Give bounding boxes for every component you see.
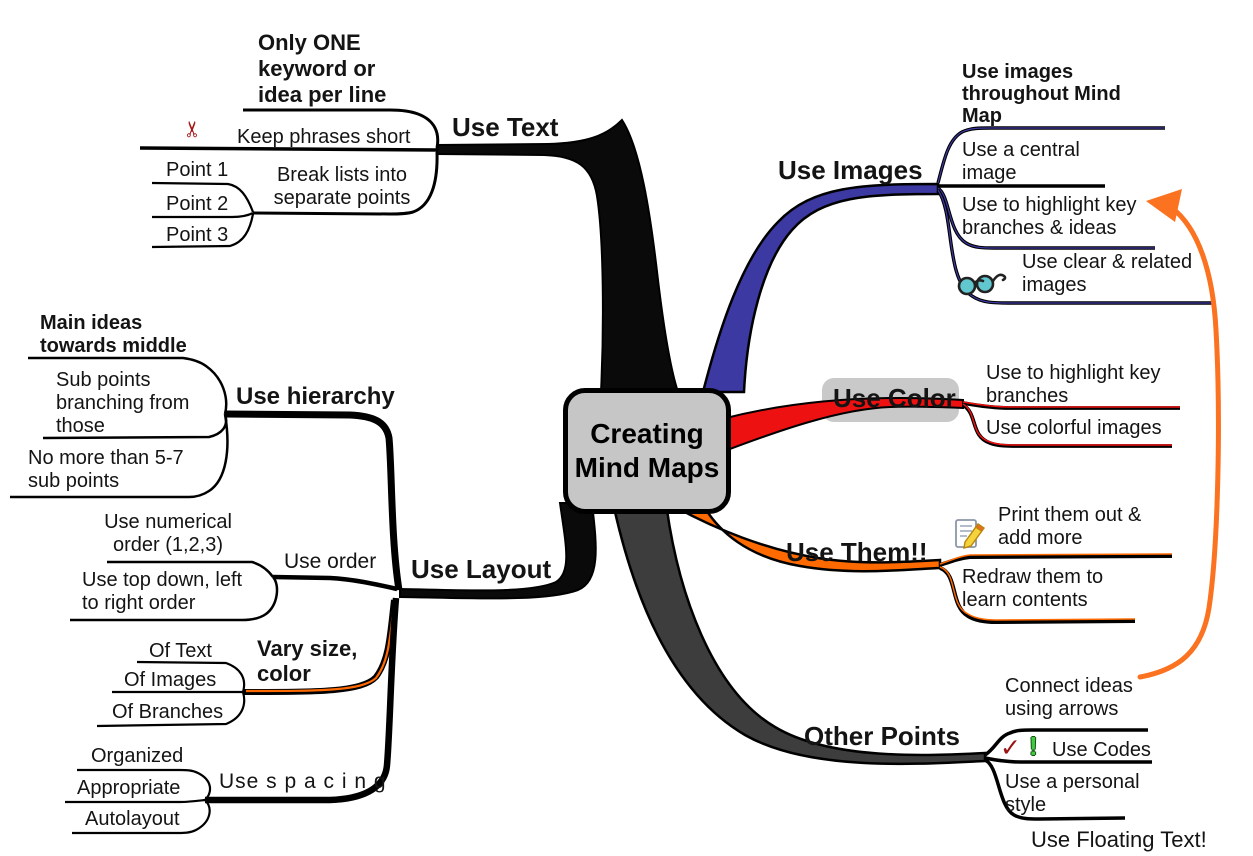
note-pencil-icon	[955, 519, 985, 549]
node-highlight-key-branches[interactable]: Use to highlight key branches	[986, 362, 1161, 407]
use-text-sublines	[139, 108, 440, 249]
node-sub-points-branching[interactable]: Sub points branching from those	[56, 369, 190, 437]
node-use-order[interactable]: Use order	[284, 550, 377, 573]
branch-label-use-hierarchy[interactable]: Use hierarchy	[236, 383, 395, 410]
branch-other-points	[611, 501, 987, 766]
node-point-2[interactable]: Point 2	[166, 193, 229, 215]
branch-label-use-them[interactable]: Use Them!!	[786, 537, 928, 567]
branch-use-images	[701, 182, 940, 394]
branch-use-layout	[205, 410, 597, 804]
branch-label-use-layout[interactable]: Use Layout	[411, 554, 552, 584]
node-only-one-keyword[interactable]: Only ONE keyword or idea per line	[258, 30, 387, 107]
scissors-icon: ✂	[180, 119, 206, 139]
branch-use-color	[721, 396, 964, 454]
glasses-icon	[957, 273, 1007, 296]
node-of-images[interactable]: Of Images	[124, 669, 217, 691]
node-floating-text[interactable]: Use Floating Text!	[1031, 827, 1207, 852]
use-them-sublines	[939, 553, 1173, 625]
node-point-1[interactable]: Point 1	[166, 159, 229, 181]
branch-use-text	[436, 118, 680, 393]
node-print-them-out[interactable]: Print them out & add more	[998, 504, 1142, 549]
branch-label-use-color[interactable]: Use Color	[833, 383, 956, 413]
node-top-down-order[interactable]: Use top down, left to right order	[82, 569, 243, 614]
spacing-sublines	[65, 768, 212, 835]
node-use-codes[interactable]: Use Codes	[1052, 739, 1151, 761]
use-hierarchy-sublines	[10, 356, 229, 499]
connect-arrow	[1137, 189, 1221, 680]
node-clear-related-images[interactable]: Use clear & related images	[1022, 251, 1193, 296]
node-colorful-images[interactable]: Use colorful images	[986, 417, 1162, 439]
node-numerical-order[interactable]: Use numerical order (1,2,3)	[104, 511, 232, 556]
node-vary-size-color[interactable]: Vary size, color	[257, 636, 358, 686]
node-break-lists[interactable]: Break lists into separate points	[273, 164, 411, 209]
use-order-sublines	[70, 560, 279, 622]
branch-label-other-points[interactable]: Other Points	[804, 721, 961, 751]
use-color-sublines	[961, 401, 1180, 448]
node-central-image[interactable]: Use a central image	[962, 139, 1080, 184]
node-connect-ideas[interactable]: Connect ideas using arrows	[1005, 675, 1133, 720]
exclamation-icon: !	[1029, 731, 1038, 761]
center-node[interactable]: Creating Mind Maps	[563, 388, 731, 514]
node-highlight-key-ideas[interactable]: Use to highlight key branches & ideas	[962, 194, 1137, 239]
node-images-throughout[interactable]: Use images throughout Mind Map	[962, 61, 1121, 127]
node-autolayout[interactable]: Autolayout	[85, 808, 180, 830]
node-redraw-them[interactable]: Redraw them to learn contents	[962, 566, 1104, 611]
node-no-more-than-57[interactable]: No more than 5-7 sub points	[28, 447, 184, 492]
node-of-text[interactable]: Of Text	[149, 640, 212, 662]
node-personal-style[interactable]: Use a personal style	[1005, 771, 1140, 816]
node-of-branches[interactable]: Of Branches	[112, 701, 224, 723]
checkmark-icon: ✓	[1000, 734, 1021, 762]
vary-size-sublines	[96, 660, 246, 728]
node-keep-phrases-short[interactable]: Keep phrases short	[237, 126, 411, 148]
node-organized[interactable]: Organized	[91, 745, 184, 767]
node-use-spacing[interactable]: Use s p a c i n g	[219, 770, 387, 793]
branch-label-use-text[interactable]: Use Text	[452, 112, 559, 142]
node-main-ideas-middle[interactable]: Main ideas towards middle	[40, 312, 187, 357]
branch-label-use-images[interactable]: Use Images	[778, 155, 923, 185]
other-points-sublines	[983, 728, 1152, 821]
node-point-3[interactable]: Point 3	[166, 224, 229, 246]
node-appropriate[interactable]: Appropriate	[77, 777, 181, 799]
